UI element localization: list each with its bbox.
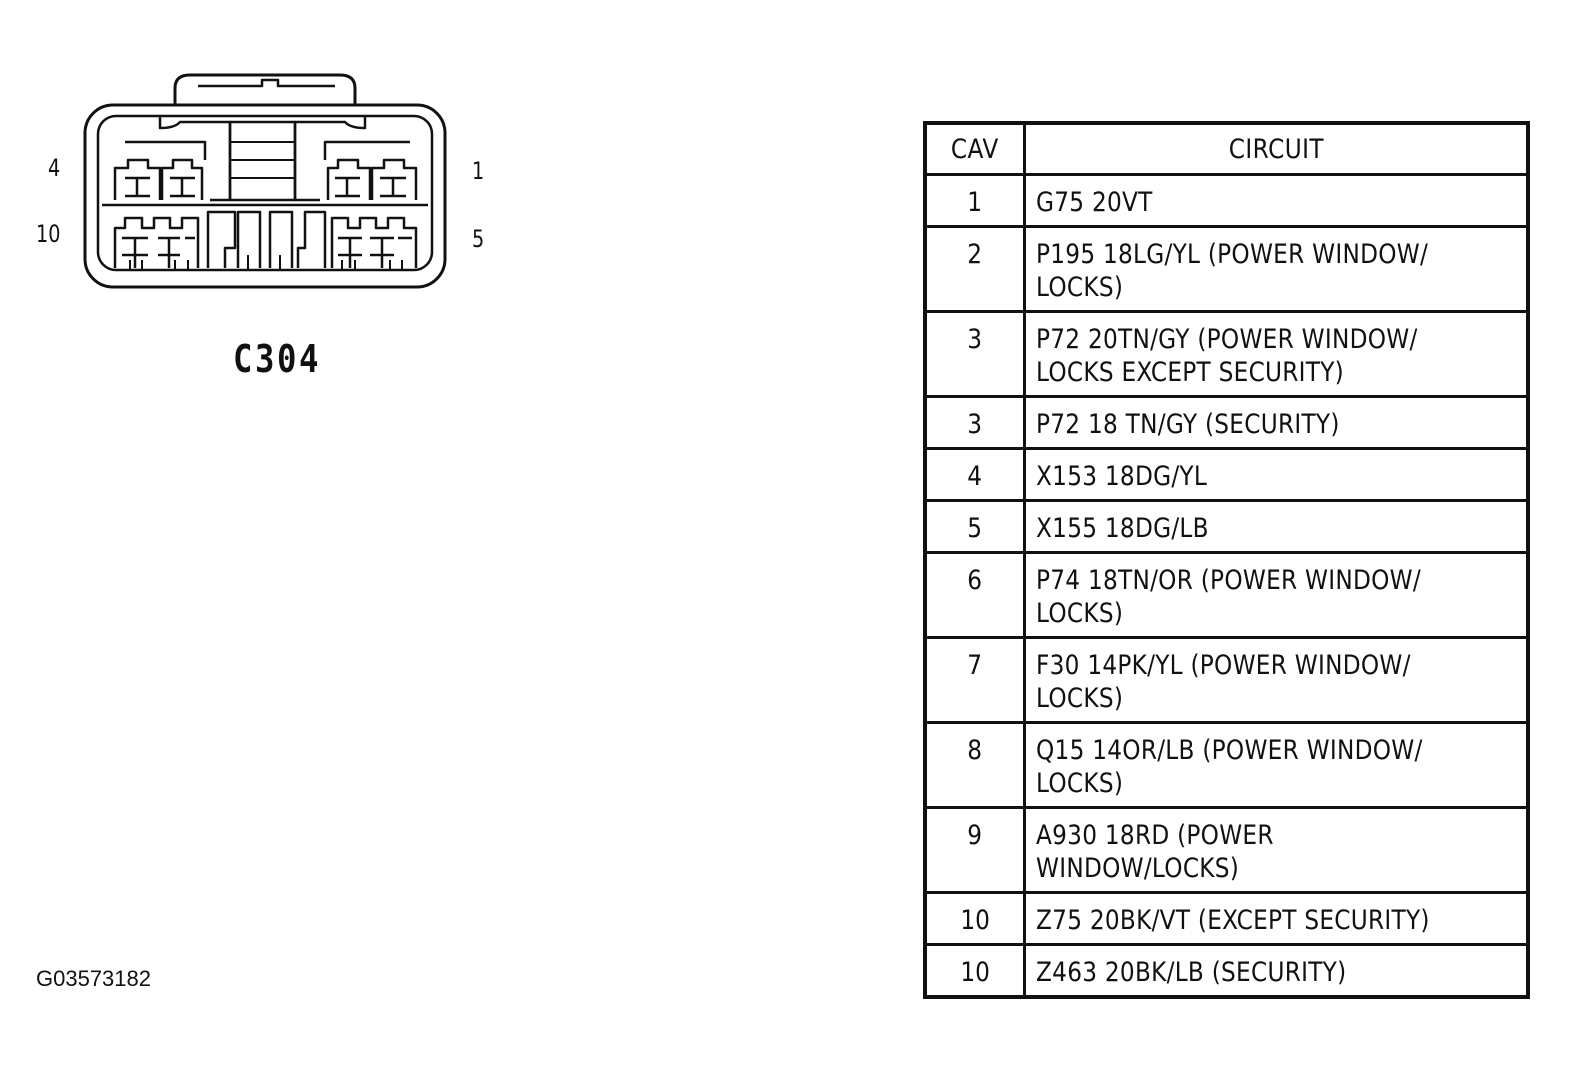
cav-cell: 3	[923, 310, 1026, 398]
bottom-row-cavities	[113, 210, 418, 268]
connector-face-diagram	[83, 73, 447, 289]
connector-housing-outer	[83, 103, 447, 289]
figure-id: G03573182	[36, 966, 151, 991]
cav-cell: 9	[923, 806, 1026, 894]
pin-label-bottom-left: 10	[36, 220, 61, 248]
circuit-cell: Z75 20BK/VT (EXCEPT SECURITY)	[1023, 891, 1530, 946]
cav-cell: 1	[923, 173, 1026, 228]
cav-cell: 7	[923, 636, 1026, 724]
header-circuit: CIRCUIT	[1023, 121, 1530, 176]
pin-label-bottom-right: 5	[472, 225, 485, 253]
connector-key	[158, 116, 232, 202]
cav-cell: 5	[923, 499, 1026, 554]
cav-cell: 10	[923, 891, 1026, 946]
circuit-cell: P72 20TN/GY (POWER WINDOW/ LOCKS EXCEPT …	[1023, 310, 1530, 398]
circuit-cell: A930 18RD (POWER WINDOW/LOCKS)	[1023, 806, 1530, 894]
connector-name: C304	[233, 337, 321, 381]
circuit-cell: F30 14PK/YL (POWER WINDOW/ LOCKS)	[1023, 636, 1530, 724]
cav-cell: 3	[923, 395, 1026, 450]
cav-cell: 2	[923, 225, 1026, 313]
cav-cell: 8	[923, 721, 1026, 809]
circuit-cell: X155 18DG/LB	[1023, 499, 1530, 554]
circuit-cell: Z463 20BK/LB (SECURITY)	[1023, 943, 1530, 999]
connector-latch	[173, 73, 357, 105]
circuit-cell: Q15 14OR/LB (POWER WINDOW/ LOCKS)	[1023, 721, 1530, 809]
cav-cell: 6	[923, 551, 1026, 639]
pin-label-top-right: 1	[472, 157, 485, 185]
circuit-cell: P74 18TN/OR (POWER WINDOW/ LOCKS)	[1023, 551, 1530, 639]
circuit-cell: G75 20VT	[1023, 173, 1530, 228]
circuit-cell: P195 18LG/YL (POWER WINDOW/ LOCKS)	[1023, 225, 1530, 313]
circuit-cell: X153 18DG/YL	[1023, 447, 1530, 502]
pin-label-top-left: 4	[48, 154, 61, 182]
header-cav: CAV	[923, 121, 1026, 176]
cav-cell: 4	[923, 447, 1026, 502]
cav-cell: 10	[923, 943, 1026, 999]
circuit-cell: P72 18 TN/GY (SECURITY)	[1023, 395, 1530, 450]
top-row-cavities	[113, 158, 418, 200]
table-header-row: CAV CIRCUIT	[923, 121, 1530, 176]
connector-housing-inner	[96, 114, 434, 272]
